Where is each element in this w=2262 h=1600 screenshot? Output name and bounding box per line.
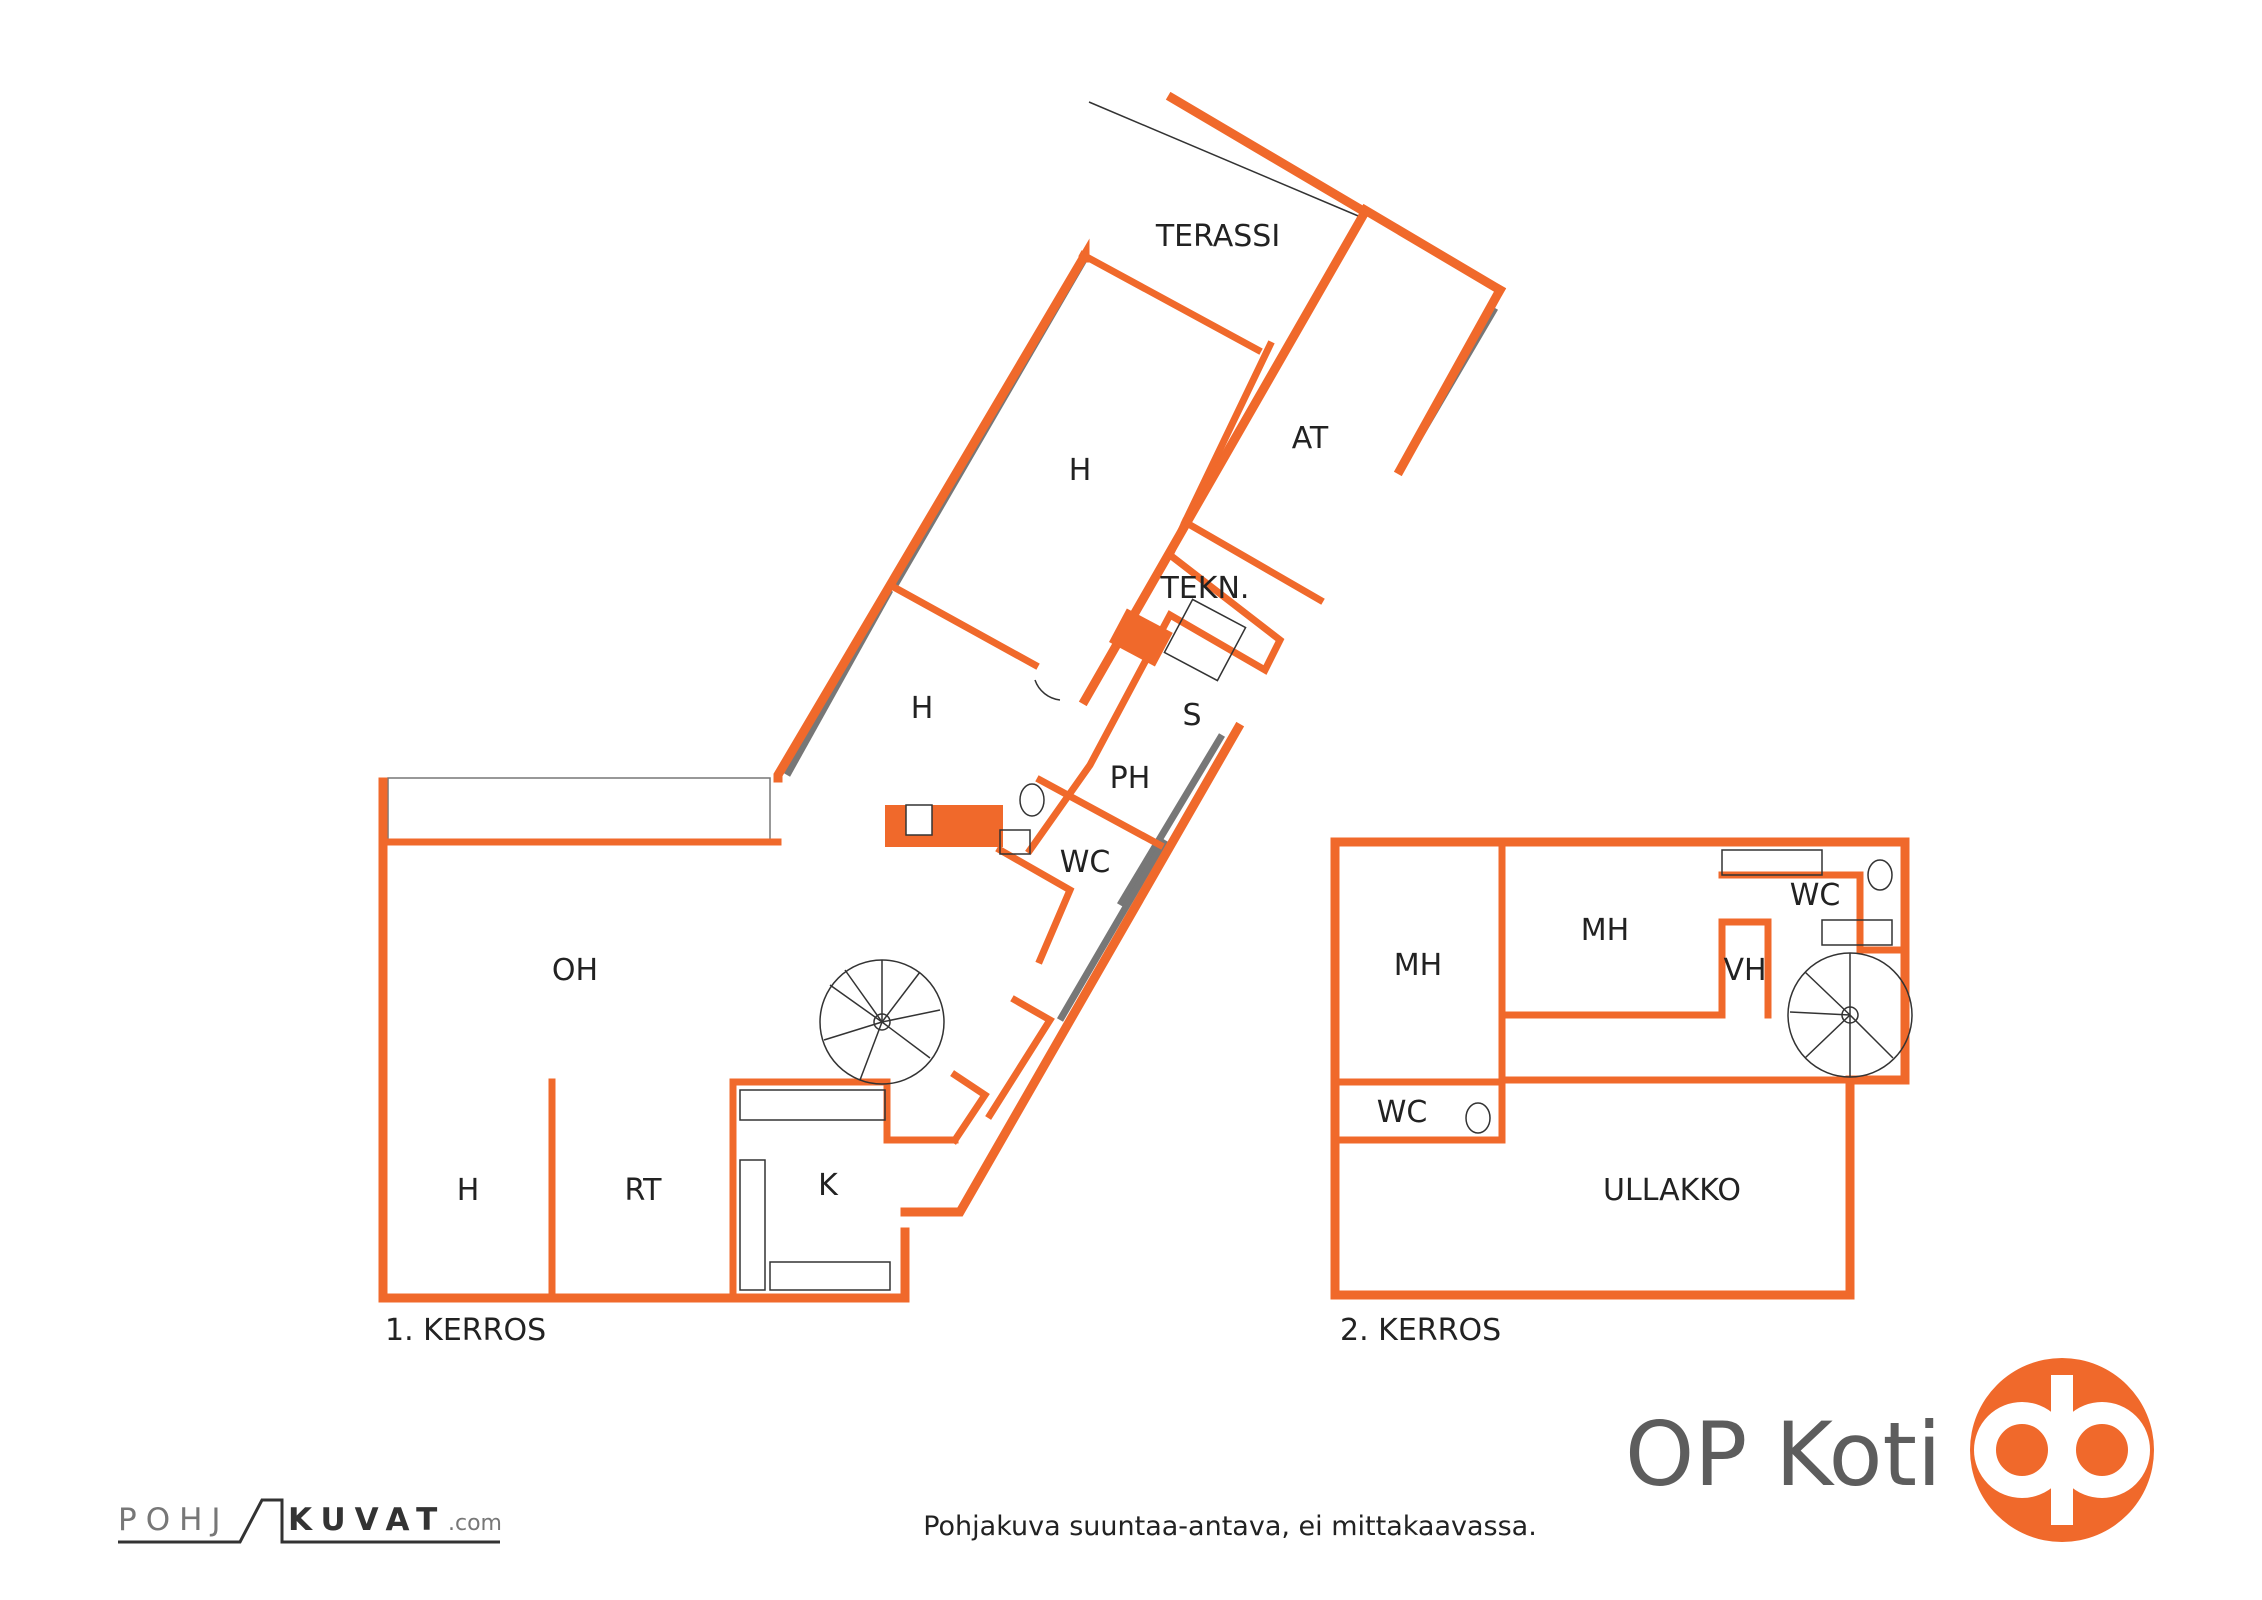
sauna-stove [1163,598,1247,682]
wc-counter [1721,849,1823,876]
terrace-edge [1088,101,1364,219]
wall-hall-east [985,995,1055,1120]
room-ullakko: ULLAKKO [1603,1173,1741,1208]
credit-suffix: .com [448,1511,502,1536]
stair-treads [823,960,941,1081]
outer-wall-east [1393,283,1507,477]
toilet-upper-small [1465,1102,1491,1134]
floor2-wall-vh [1718,918,1772,1019]
wall-small-store [950,1070,990,1145]
room-vh: VH [1723,953,1766,988]
pohjakuvat-logo: POHJ KUVAT .com [118,1498,502,1544]
room-wc-top: WC [1790,878,1841,913]
credit-left: POHJ [118,1502,230,1538]
outer-wall-south-east [900,721,1245,1217]
floor-1-label: 1. KERROS [385,1313,546,1348]
room-rt: RT [625,1173,663,1208]
fireplace-opening [905,804,933,836]
room-wc: WC [1060,845,1111,880]
room-mh-middle: MH [1581,913,1629,948]
bathtub [1821,919,1893,946]
wall-kitchen [729,1078,959,1144]
toilet [1019,783,1045,817]
wall-tekn [1025,517,1285,855]
floor-2-label: 2. KERROS [1340,1313,1501,1348]
wall-bedroom-upper [1078,250,1263,355]
wall-h-middle [885,580,1040,670]
wall-wc [995,845,1075,965]
room-k: K [818,1168,839,1203]
room-h-middle: H [911,691,934,726]
room-h-lower: H [457,1173,480,1208]
room-wc-bottom: WC [1377,1095,1428,1130]
room-mh-left: MH [1394,948,1442,983]
wc-sink [999,829,1031,855]
room-oh: OH [552,953,598,988]
room-ph: PH [1110,761,1151,796]
op-logo-icon [1970,1358,2154,1542]
door-swing [1034,679,1061,701]
outer-wall-west [378,777,910,1303]
fireplace [885,805,1003,847]
room-s: S [1182,698,1201,733]
wall-at-h [1180,340,1325,605]
wall-ph [1035,775,1165,850]
kitchen-counter-top [739,1089,886,1121]
floor-1-plan: TERASSI AT H TEKN. H S PH WC OH H RT K 1… [378,91,1507,1348]
window-right-3 [1056,838,1169,1022]
outer-wall-wing-right [1358,203,1507,297]
floor2-wall-mh-middle [1498,921,1726,1019]
kitchen-counter-side [739,1159,766,1291]
room-terassi: TERASSI [1155,219,1280,254]
brand-name: OP Koti [1625,1403,1941,1506]
room-at: AT [1292,421,1329,456]
floor-2-plan: MH MH WC VH WC ULLAKKO 2. KERROS [1330,837,1913,1348]
balcony-strip [387,777,771,843]
chimney [1109,608,1173,667]
room-tekn: TEKN. [1160,571,1250,606]
disclaimer-text: Pohjakuva suuntaa-antava, ei mittakaavas… [923,1511,1537,1542]
stair-treads-upper [1789,953,1894,1077]
kitchen-counter-bottom [769,1261,891,1291]
floor2-wall-wc-bottom [1331,1078,1506,1144]
room-h-upper: H [1069,453,1092,488]
window-right-2 [1116,733,1226,907]
credit-right: KUVAT [288,1502,446,1538]
toilet-upper [1867,859,1893,891]
